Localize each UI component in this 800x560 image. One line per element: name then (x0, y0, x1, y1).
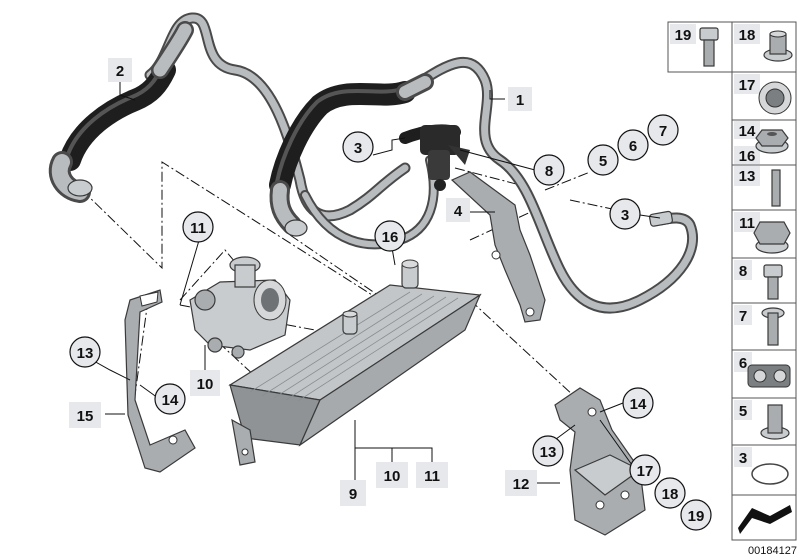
panel-label-19: 19 (670, 24, 696, 44)
double-clip-icon (747, 364, 791, 388)
callout-13b: 13 (532, 435, 564, 467)
bolt-icon (699, 27, 719, 67)
panel-label-3: 3 (734, 447, 752, 467)
panel-label-14: 14 (734, 121, 760, 140)
svg-text:17: 17 (637, 463, 654, 480)
panel-label-16: 16 (734, 146, 760, 165)
panel-label-11: 11 (734, 212, 760, 232)
callout-12: 12 (505, 470, 537, 496)
svg-text:19: 19 (688, 508, 705, 525)
coolant-hose-left (48, 21, 194, 203)
bushing-icon (760, 404, 790, 440)
svg-text:16: 16 (382, 229, 399, 246)
callout-16: 16 (374, 220, 406, 252)
callout-14b: 14 (622, 387, 654, 419)
direction-arrow-icon (738, 505, 792, 534)
svg-text:16: 16 (739, 148, 756, 165)
svg-text:18: 18 (662, 486, 679, 503)
bracket-part-4 (450, 171, 546, 323)
svg-text:3: 3 (621, 207, 629, 224)
svg-text:9: 9 (349, 486, 357, 503)
screw-icon (763, 264, 783, 300)
svg-text:1: 1 (516, 92, 524, 109)
grommet-icon (763, 30, 793, 62)
callout-5: 5 (587, 144, 619, 176)
svg-text:3: 3 (739, 450, 747, 467)
callout-2: 2 (108, 58, 132, 82)
callout-4: 4 (446, 198, 470, 222)
panel-label-8: 8 (734, 260, 752, 280)
parts-panel: 19 18 17 14 16 13 11 8 7 6 5 3 (667, 21, 797, 541)
panel-label-13: 13 (734, 166, 760, 186)
svg-text:6: 6 (629, 138, 637, 155)
svg-text:14: 14 (739, 123, 756, 140)
bracket-part-15 (124, 289, 196, 473)
svg-text:8: 8 (739, 263, 747, 280)
svg-text:4: 4 (454, 203, 463, 220)
svg-text:13: 13 (739, 168, 756, 185)
thermostat-valve (399, 124, 470, 191)
callout-17: 17 (629, 454, 661, 486)
callout-15: 15 (69, 402, 101, 428)
svg-text:11: 11 (190, 220, 206, 237)
svg-text:12: 12 (513, 476, 530, 493)
callout-10b: 10 (376, 462, 408, 488)
callout-3b: 3 (609, 198, 641, 230)
svg-text:10: 10 (384, 468, 401, 485)
callout-11b: 11 (416, 462, 448, 488)
callout-19: 19 (680, 499, 712, 531)
callout-9: 9 (340, 480, 366, 506)
svg-text:15: 15 (77, 408, 94, 425)
svg-text:18: 18 (739, 27, 756, 44)
callout-14a: 14 (154, 383, 186, 415)
panel-label-5: 5 (734, 400, 752, 420)
svg-text:5: 5 (739, 403, 747, 420)
svg-text:8: 8 (545, 163, 553, 180)
nut-icon (755, 129, 789, 154)
coolant-hose-middle (269, 73, 434, 237)
callout-7: 7 (647, 114, 679, 146)
svg-text:10: 10 (197, 376, 214, 393)
svg-text:19: 19 (675, 27, 692, 44)
hex-nut-icon (753, 221, 791, 254)
svg-text:6: 6 (739, 355, 747, 372)
stud-icon (771, 169, 781, 207)
callout-6: 6 (617, 129, 649, 161)
svg-text:14: 14 (162, 392, 179, 409)
callout-3a: 3 (342, 131, 374, 163)
svg-text:7: 7 (659, 123, 667, 140)
leader-lines (84, 82, 661, 490)
expansion-screw-icon (761, 307, 785, 346)
svg-text:14: 14 (630, 396, 647, 413)
callout-11a: 11 (182, 211, 214, 243)
oil-cooler (228, 259, 482, 466)
thermostat-housing (189, 256, 291, 359)
svg-text:5: 5 (599, 153, 607, 170)
panel-label-17: 17 (734, 74, 760, 94)
panel-label-18: 18 (734, 24, 760, 44)
callouts: 2 1 4 10 15 9 10 11 12 3 8 5 6 7 3 11 16… (69, 58, 712, 531)
svg-text:2: 2 (116, 63, 124, 80)
callout-8: 8 (533, 154, 565, 186)
callout-18: 18 (654, 477, 686, 509)
clamp-icon (758, 81, 792, 115)
svg-text:7: 7 (739, 308, 747, 325)
svg-text:17: 17 (739, 77, 756, 94)
svg-text:11: 11 (739, 215, 755, 232)
svg-text:11: 11 (424, 468, 440, 485)
o-ring-icon (751, 463, 789, 485)
svg-text:13: 13 (540, 444, 557, 461)
callout-10a: 10 (190, 370, 220, 396)
svg-text:3: 3 (354, 140, 362, 157)
callout-1: 1 (508, 87, 532, 111)
panel-label-7: 7 (734, 305, 752, 325)
panel-label-6: 6 (734, 352, 752, 372)
svg-text:13: 13 (77, 345, 94, 362)
bracket-part-12 (554, 387, 646, 536)
document-id: 00184127 (748, 545, 797, 557)
callout-13a: 13 (69, 336, 101, 368)
